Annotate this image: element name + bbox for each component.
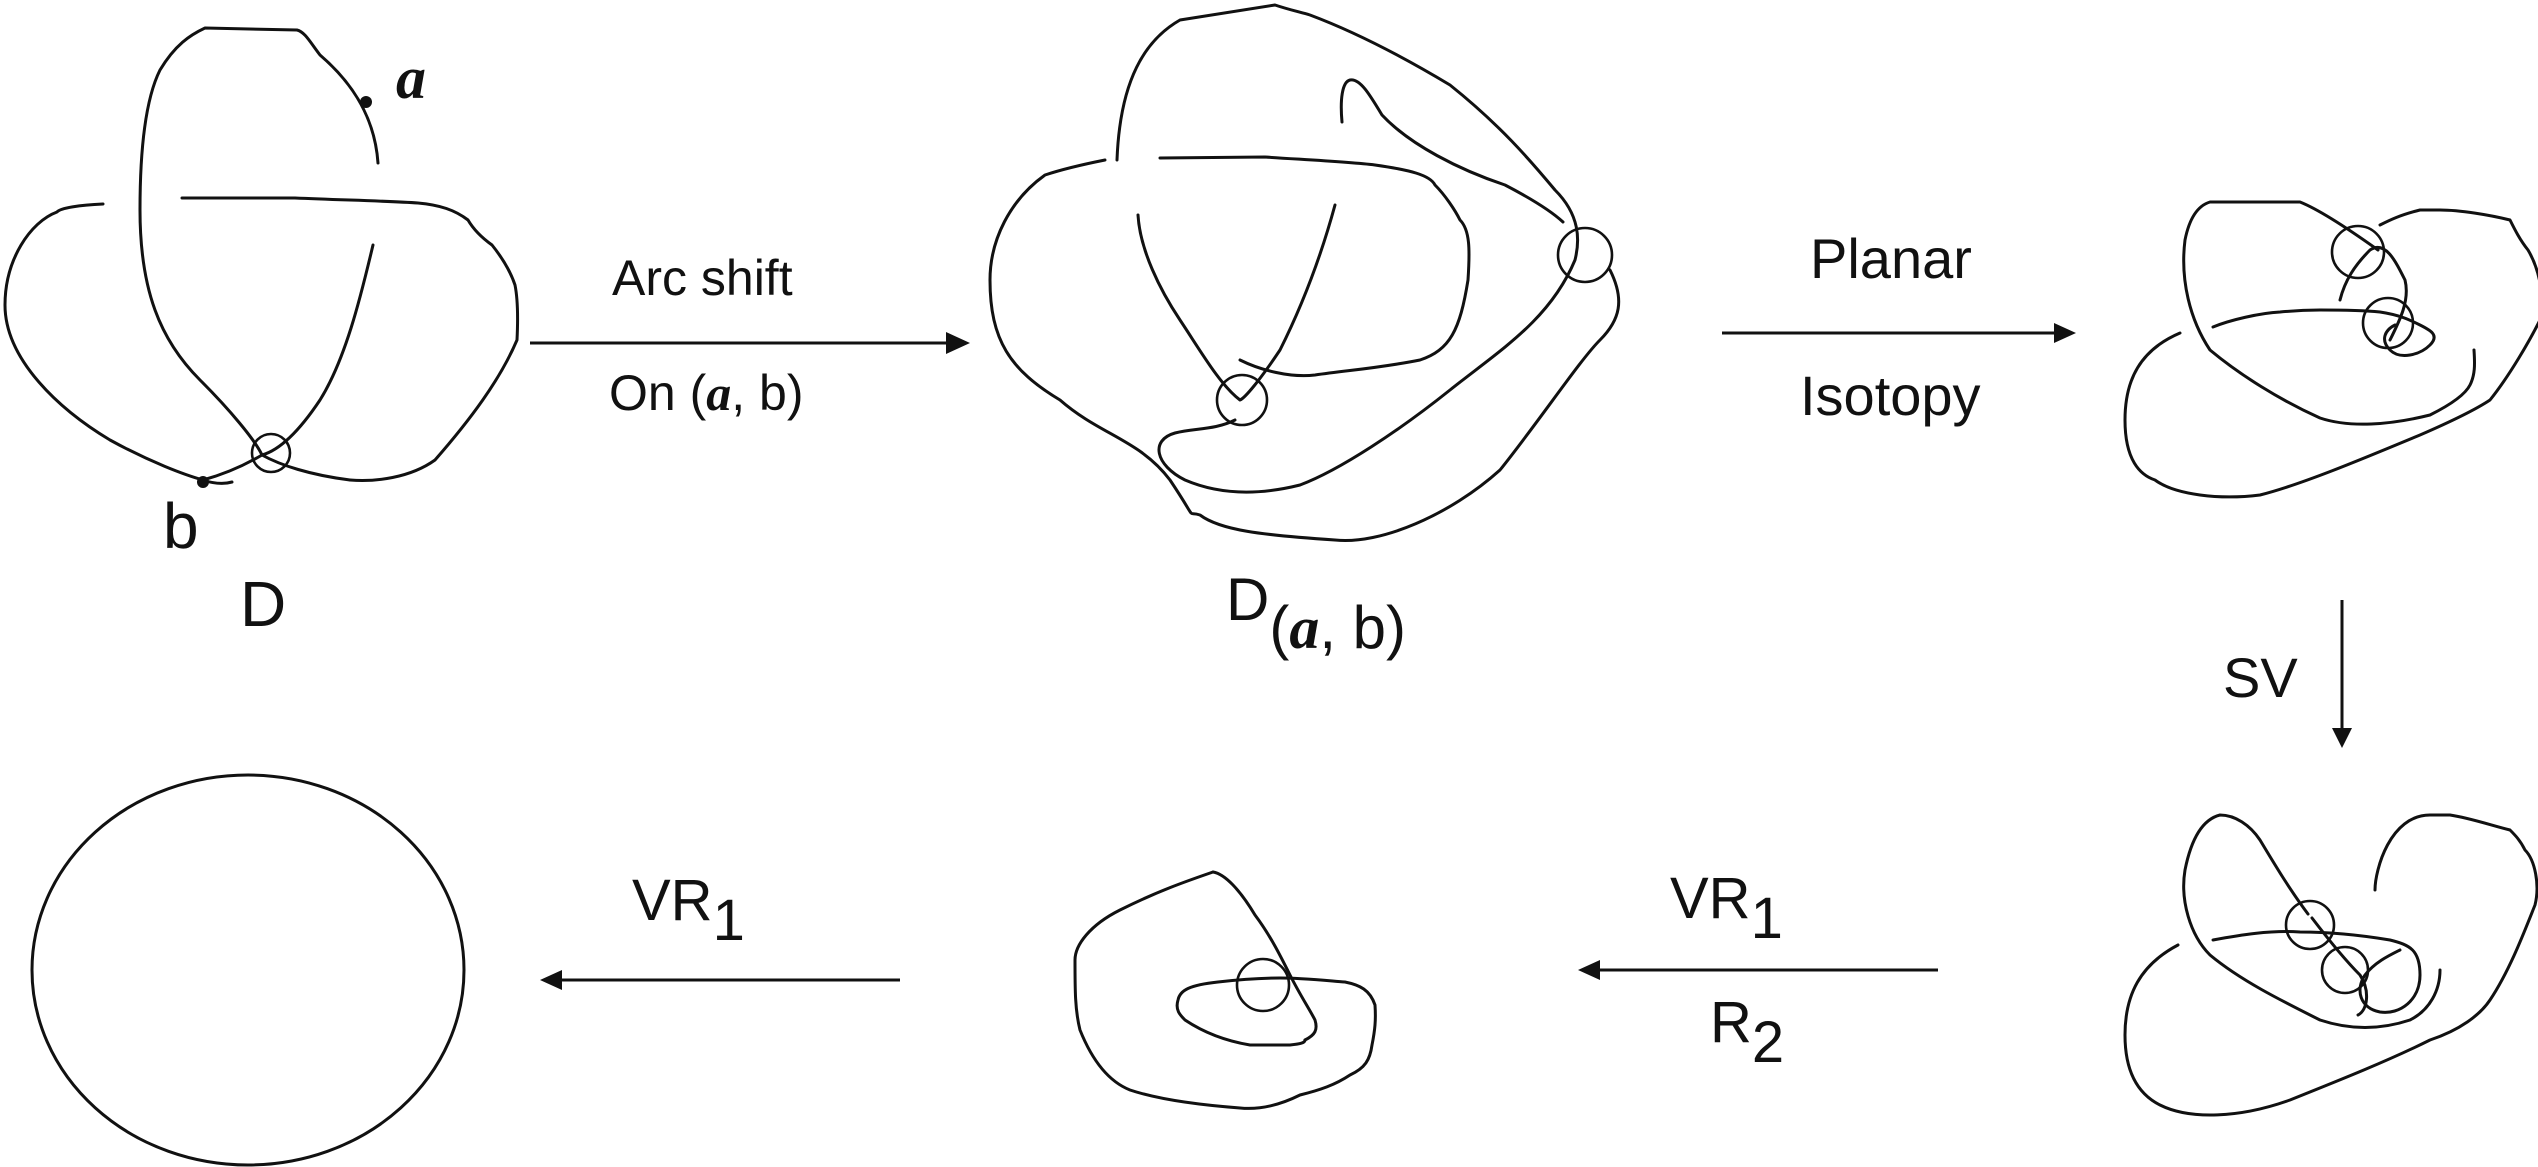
vr1-label-left-sub: 1 (713, 888, 745, 953)
arc-shift-label-bottom: On (a, b) (609, 365, 804, 421)
arc-shift-arrowhead (946, 332, 970, 354)
diagram-Dab-middle-arc (1158, 155, 1471, 378)
diagram-D-arc-left-loop (3, 202, 264, 482)
point-b-label: b (163, 490, 199, 562)
diagram-D-arc-top-loop (138, 26, 380, 457)
diagram-D-arc-inner (260, 243, 375, 482)
diagram-sv-top-loop (2182, 813, 2442, 1029)
vr1-r2-arrowhead (1578, 960, 1600, 980)
planar-isotopy-arrowhead (2054, 323, 2076, 343)
diagram-Dab-label-main: D (1226, 566, 1269, 633)
diagram-Dab-virtual-crossing-left (1215, 373, 1269, 427)
diagram-unknot (30, 773, 466, 1167)
r2-label: R2 (1710, 990, 1784, 1075)
vr1-r2-move: VR1 R2 (1578, 866, 1938, 1075)
diagram-r2-strand (1211, 870, 1318, 1042)
planar-isotopy-move: Planar Isotopy (1722, 227, 2076, 427)
unknot-circle (30, 773, 466, 1167)
planar-label: Planar (1810, 227, 1972, 290)
diagram-D: a b D (3, 26, 520, 640)
diagram-isotopy (2123, 200, 2538, 499)
arc-shift-move: Arc shift On (a, b) (530, 250, 970, 421)
diagram-Dab-inner-arc (1136, 203, 1337, 402)
vr1-label-left: VR1 (632, 868, 745, 953)
diagram-sv-strand (2310, 916, 2368, 1017)
diagram-iso-virtual-crossing-1 (2330, 224, 2386, 280)
diagram-Dab-hook (1339, 78, 1565, 224)
sv-label: SV (2223, 646, 2298, 709)
diagram-D-point-a-marker (360, 96, 372, 108)
vr1-label-right-main: VR (1670, 866, 1751, 931)
isotopy-label: Isotopy (1800, 364, 1981, 427)
vr1-move: VR1 (540, 868, 900, 990)
sv-move: SV (2223, 600, 2352, 748)
diagram-Dab-label: D(a, b) (1226, 566, 1406, 661)
diagram-sv (2123, 813, 2538, 1117)
diagram-D-ab: D(a, b) (988, 3, 1621, 661)
diagram-D-label: D (240, 568, 286, 640)
diagram-Dab-virtual-crossing-right (1556, 226, 1614, 284)
arc-shift-label-sym: a (706, 365, 731, 421)
diagram-iso-top-loop (2182, 200, 2476, 426)
diagram-Dab-label-sub-a: a (1289, 595, 1319, 661)
r2-label-main: R (1710, 990, 1752, 1055)
point-a-label: a (396, 45, 426, 111)
diagram-iso-outer (2123, 208, 2538, 499)
vr1-label-right-sub: 1 (1751, 886, 1783, 951)
diagram-iso-virtual-crossing-2 (2361, 296, 2415, 350)
diagram-Dab-label-open: ( (1269, 594, 1289, 661)
arc-shift-label-prefix: On ( (609, 365, 707, 421)
diagram-sv-virtual-crossing-1 (2284, 899, 2336, 951)
r2-label-sub: 2 (1752, 1010, 1784, 1075)
diagram-r2 (1073, 870, 1377, 1110)
arc-shift-label-top: Arc shift (612, 250, 793, 306)
vr1-arrowhead (540, 970, 562, 990)
diagram-Dab-label-sub-rest: , b) (1319, 594, 1406, 661)
diagram-D-point-b-marker (197, 476, 209, 488)
diagram-Dab-outer-big (988, 158, 1621, 543)
diagram-sv-outer (2123, 813, 2538, 1117)
diagram-sv-virtual-crossing-2 (2320, 945, 2370, 995)
diagram-iso-strand (2338, 246, 2408, 342)
diagram-r2-outer (1073, 870, 1377, 1110)
sv-arrowhead (2332, 728, 2352, 748)
diagram-Dab-top-loop (1115, 3, 1580, 494)
vr1-label-right: VR1 (1670, 866, 1783, 951)
diagram-D-virtual-crossing (250, 432, 292, 474)
vr1-label-left-main: VR (632, 868, 713, 933)
arc-shift-label-suffix: , b) (731, 365, 803, 421)
diagram-r2-virtual-crossing (1235, 957, 1291, 1013)
diagram-sv-middle (2211, 930, 2422, 1014)
diagram-D-arc-middle (180, 196, 520, 482)
